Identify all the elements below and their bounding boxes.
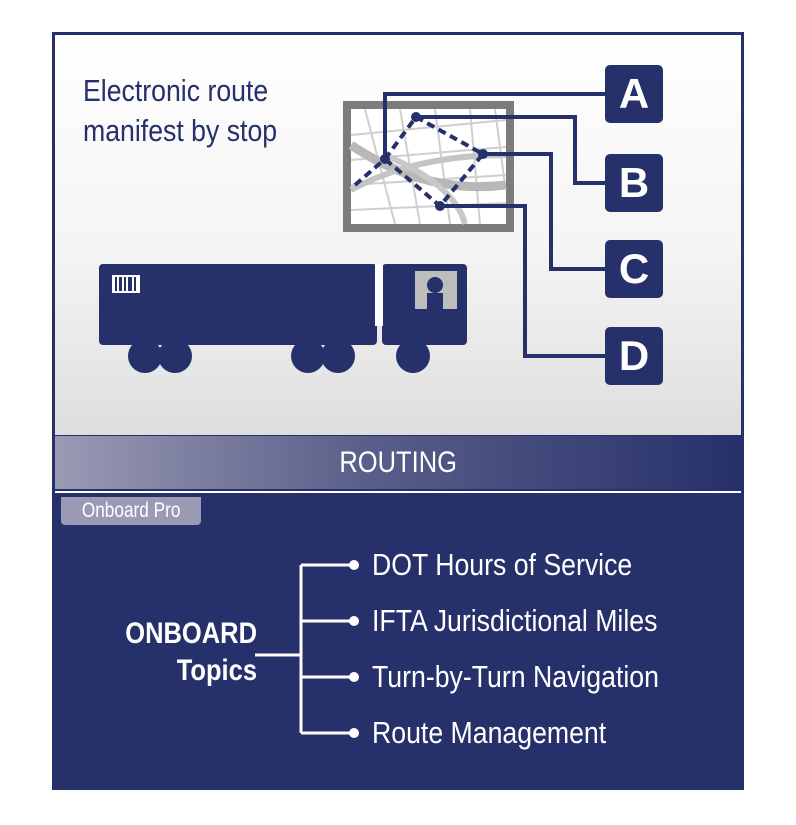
section-title: ROUTING [339,446,457,479]
topic-item: IFTA Jurisdictional Miles [372,603,658,638]
barcode-icon [112,275,140,293]
stop-box-a: A [605,65,663,123]
truck-icon [99,264,467,373]
bullet-1 [349,560,359,570]
stop-label-d: D [619,332,649,379]
topics-tree [255,560,359,738]
section-title-bar: ROUTING [55,436,741,489]
driver-icon [415,271,457,309]
topics-label: ONBOARD Topics [95,615,257,689]
stop-box-d: D [605,327,663,385]
connector-lines [383,92,605,358]
topic-item: DOT Hours of Service [372,547,633,582]
stop-box-b: B [605,154,663,212]
topics-label-line-1: ONBOARD [125,617,257,650]
map-icon [343,101,514,232]
divider [55,491,741,493]
headline: Electronic route manifest by stop [83,71,341,151]
route-manifest-panel: Electronic route manifest by stop [55,35,741,435]
topic-item: Route Management [372,715,607,750]
bullet-2 [349,616,359,626]
route-diagram: A B C D [99,65,663,385]
infographic-frame: Electronic route manifest by stop [52,32,744,790]
topic-item: Turn-by-Turn Navigation [372,659,659,694]
stop-label-c: C [619,245,649,292]
topics-label-line-2: Topics [176,654,257,687]
product-tab: Onboard Pro [61,497,201,525]
product-tab-label: Onboard Pro [81,499,181,522]
stop-box-c: C [605,240,663,298]
stop-label-b: B [619,159,649,206]
bullet-4 [349,728,359,738]
headline-line-1: Electronic route [83,73,269,108]
bullet-3 [349,672,359,682]
stop-label-a: A [619,70,649,117]
headline-line-2: manifest by stop [83,113,278,148]
